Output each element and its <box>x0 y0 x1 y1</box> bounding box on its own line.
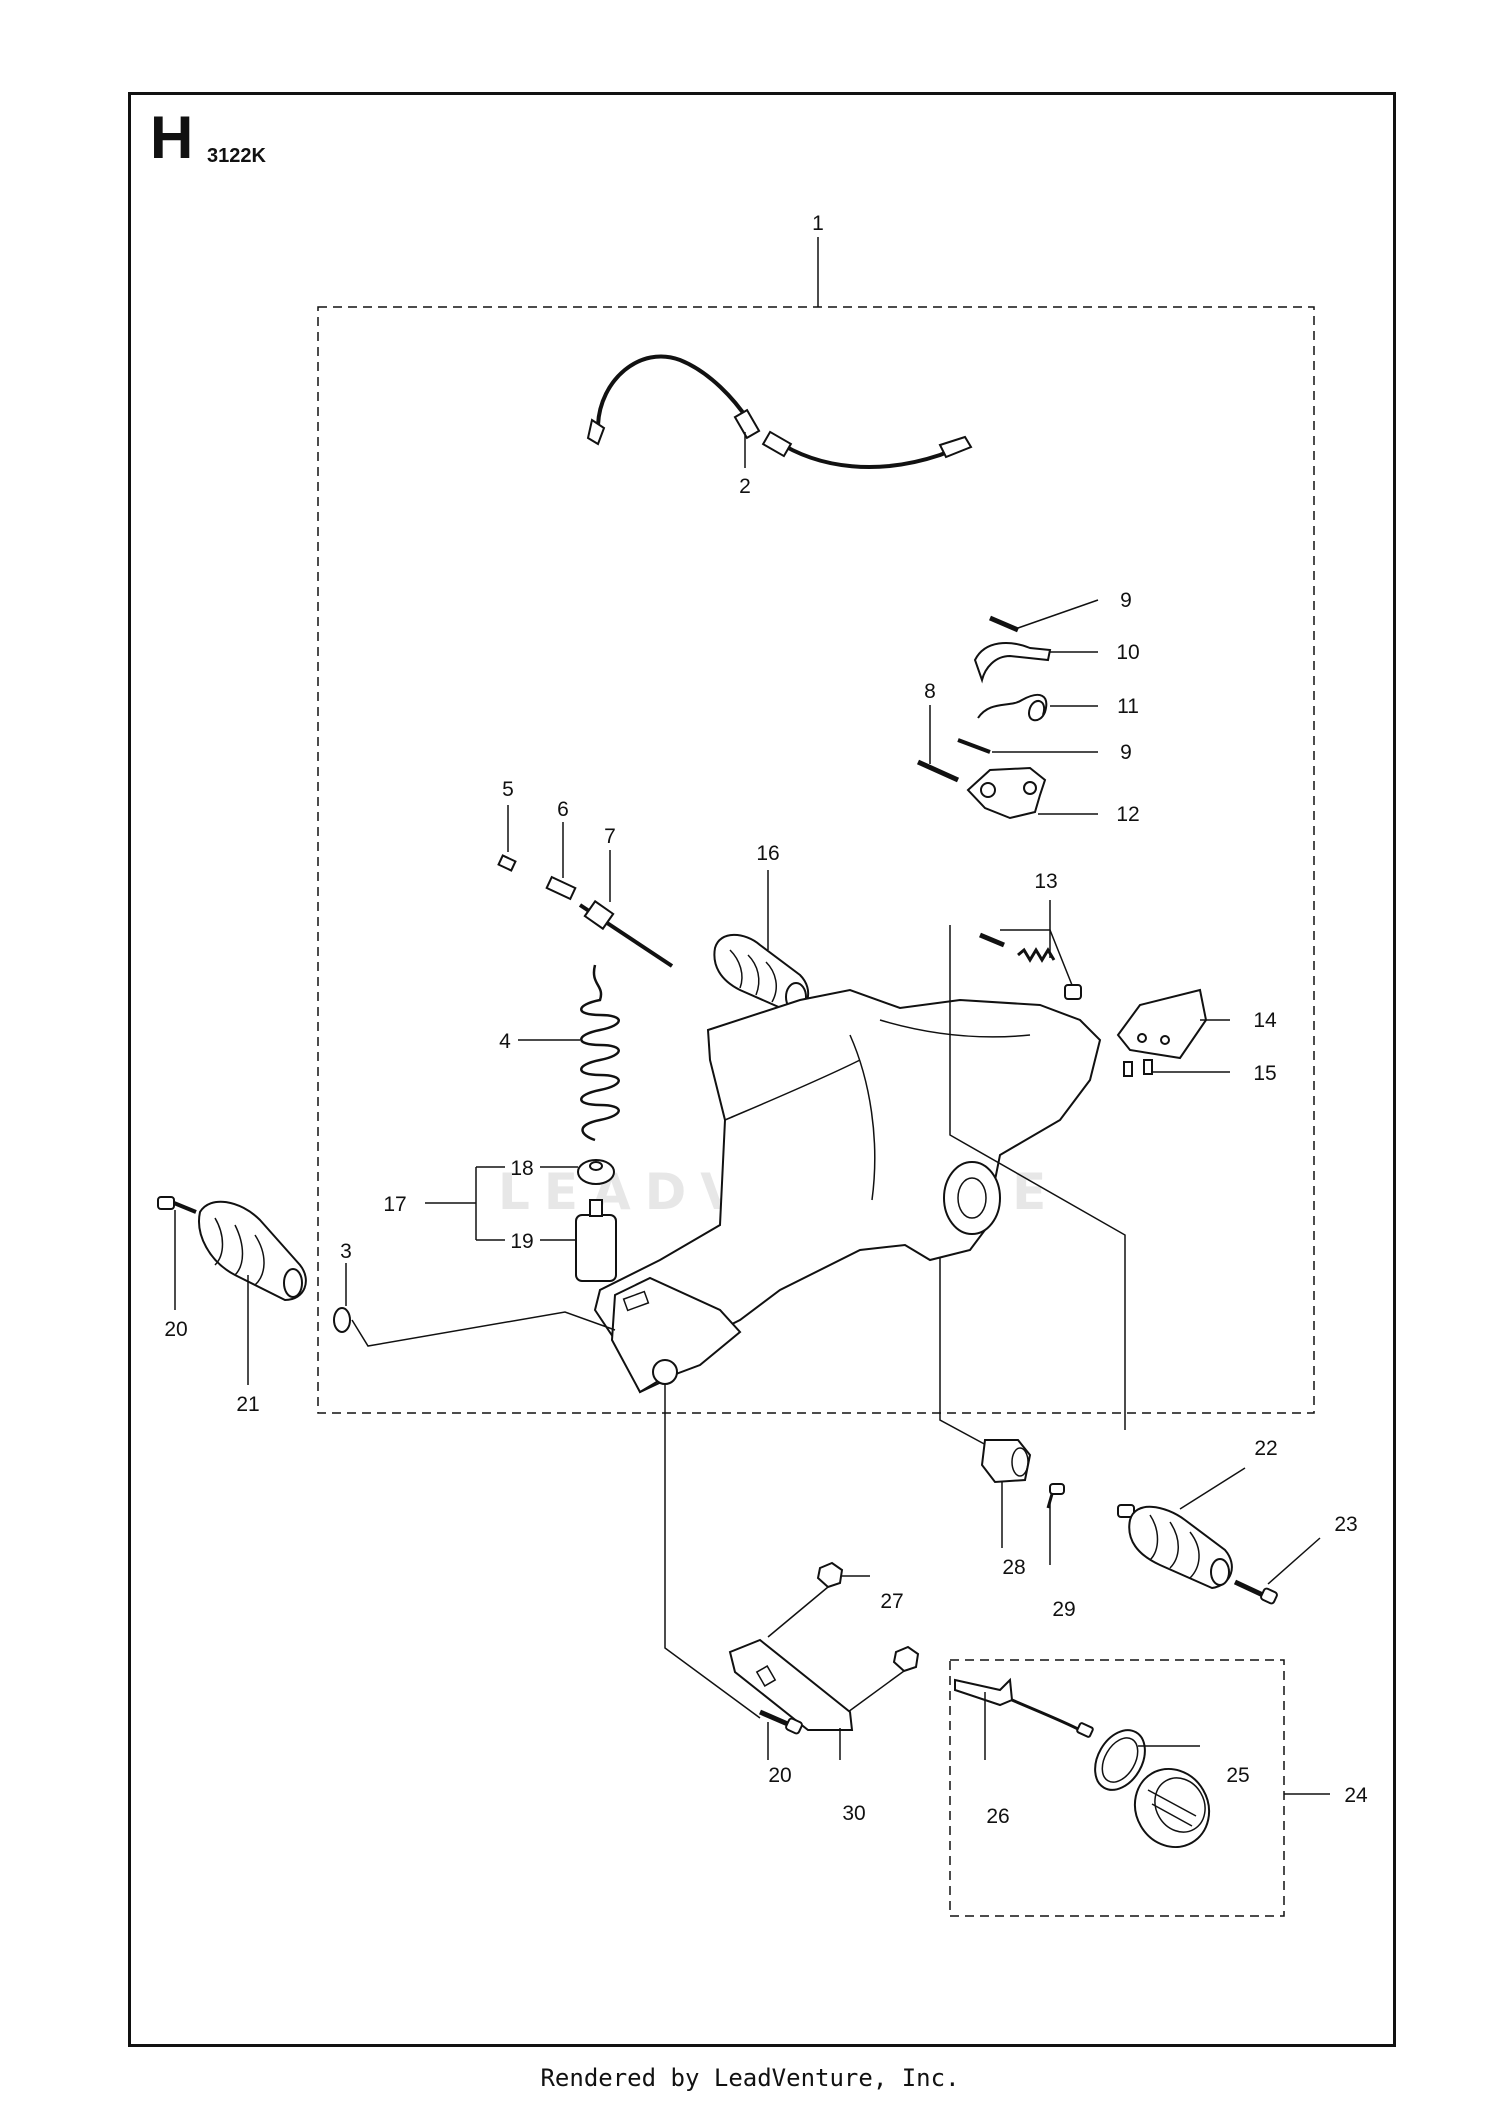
bushing-13[interactable] <box>1064 984 1082 1000</box>
group-box-24 <box>949 1659 1285 1917</box>
anti-vibration-buffer-16[interactable] <box>713 933 810 1014</box>
callout-11[interactable]: 11 <box>1117 695 1139 718</box>
callout-28[interactable]: 28 <box>1002 1556 1025 1579</box>
callout-12[interactable]: 12 <box>1116 803 1139 826</box>
section-letter: H <box>150 104 194 171</box>
callout-6[interactable]: 6 <box>557 798 569 821</box>
pin-upper[interactable] <box>989 615 1019 633</box>
callout-23[interactable]: 23 <box>1334 1513 1357 1536</box>
choke-rod[interactable] <box>578 899 674 968</box>
callout-26[interactable]: 26 <box>986 1805 1009 1828</box>
throttle-lockout[interactable] <box>973 642 1052 684</box>
fuel-pickup-26[interactable] <box>954 1677 1094 1738</box>
fuel-filter-cap[interactable] <box>577 1159 615 1185</box>
crankcase-housing[interactable] <box>593 988 1102 1394</box>
return-spring[interactable] <box>977 693 1048 722</box>
callout-9-lower[interactable]: 9 <box>1120 741 1132 764</box>
fuel-cap[interactable] <box>1121 1755 1223 1860</box>
washer-3[interactable] <box>333 1307 351 1333</box>
callout-7[interactable]: 7 <box>604 825 616 848</box>
screw-23[interactable] <box>1233 1579 1278 1605</box>
group-box-1 <box>317 306 1315 1414</box>
choke-knob[interactable] <box>497 854 517 872</box>
callout-2[interactable]: 2 <box>739 475 751 498</box>
callout-20-left[interactable]: 20 <box>164 1318 187 1341</box>
bracket-17 <box>425 1166 505 1241</box>
render-credit: Rendered by LeadVenture, Inc. <box>540 2064 960 2092</box>
callout-30[interactable]: 30 <box>842 1802 865 1825</box>
callout-5[interactable]: 5 <box>502 778 514 801</box>
callout-25[interactable]: 25 <box>1226 1764 1249 1787</box>
buffer-22[interactable] <box>1117 1504 1233 1590</box>
callout-19[interactable]: 19 <box>510 1230 533 1253</box>
chain-guide-plate[interactable] <box>1116 988 1208 1060</box>
callout-1[interactable]: 1 <box>812 212 824 235</box>
callout-15[interactable]: 15 <box>1253 1062 1276 1085</box>
callout-14[interactable]: 14 <box>1253 1009 1277 1032</box>
pin-lower[interactable] <box>957 738 991 754</box>
callout-29[interactable]: 29 <box>1052 1598 1075 1621</box>
buffer-21[interactable] <box>198 1200 307 1302</box>
throttle-cable[interactable] <box>586 354 973 469</box>
callout-8[interactable]: 8 <box>924 680 936 703</box>
spring-13[interactable] <box>1017 947 1056 963</box>
callout-18[interactable]: 18 <box>510 1157 533 1180</box>
gasket-25[interactable] <box>1085 1721 1155 1798</box>
callout-4[interactable]: 4 <box>499 1030 511 1053</box>
section-code: 3122K <box>207 145 266 167</box>
choke-bushing[interactable] <box>545 875 577 901</box>
bracket-30[interactable] <box>728 1638 854 1731</box>
callout-20-bottom[interactable]: 20 <box>768 1764 791 1787</box>
callout-3[interactable]: 3 <box>340 1240 352 1263</box>
coil-spring[interactable] <box>580 964 620 1142</box>
callout-9-upper[interactable]: 9 <box>1120 589 1132 612</box>
callout-21[interactable]: 21 <box>236 1393 259 1416</box>
diagram-frame <box>128 92 1396 2047</box>
screw-20-left[interactable] <box>157 1196 197 1214</box>
callout-16[interactable]: 16 <box>756 842 779 865</box>
fuel-filter[interactable] <box>575 1199 617 1282</box>
nut-27[interactable] <box>816 1561 920 1673</box>
callout-17[interactable]: 17 <box>383 1193 406 1216</box>
screws-15[interactable] <box>1123 1059 1153 1077</box>
pin-8[interactable] <box>916 759 960 783</box>
buffer-28[interactable] <box>980 1439 1032 1484</box>
throttle-trigger[interactable] <box>966 766 1047 820</box>
callout-24[interactable]: 24 <box>1344 1784 1368 1807</box>
callout-27[interactable]: 27 <box>880 1590 903 1613</box>
callout-13[interactable]: 13 <box>1034 870 1057 893</box>
screw-13[interactable] <box>979 932 1005 948</box>
screw-20-bottom[interactable] <box>759 1709 803 1735</box>
callout-10[interactable]: 10 <box>1116 641 1139 664</box>
callout-22[interactable]: 22 <box>1254 1437 1277 1460</box>
